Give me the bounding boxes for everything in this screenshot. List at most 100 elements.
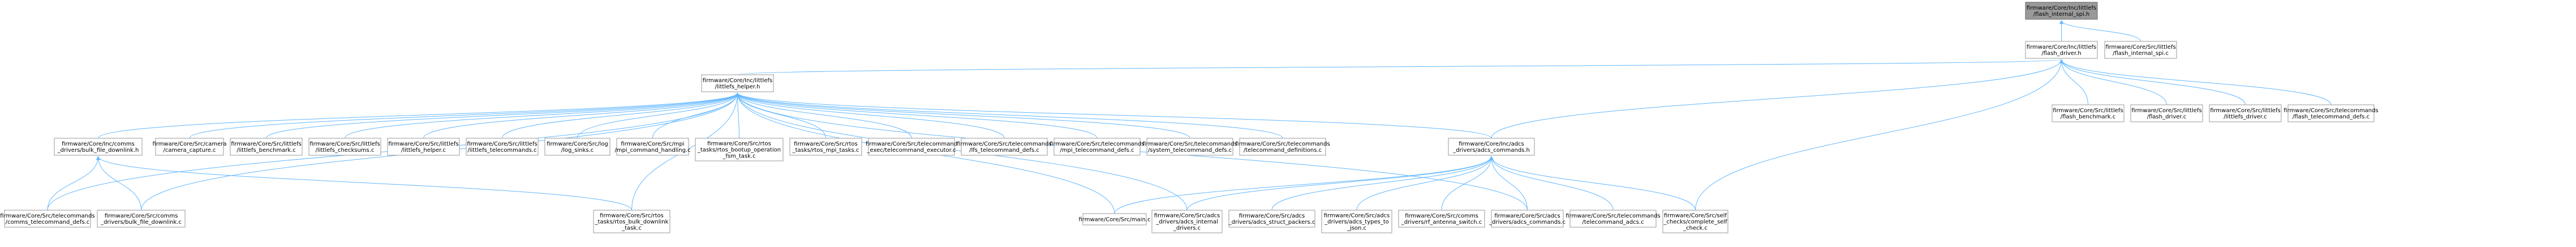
node-box bbox=[466, 138, 539, 156]
node-checksums-c[interactable]: firmware/Core/Src/littlefs/littlefs_chec… bbox=[308, 138, 381, 156]
node-self-check-c[interactable]: firmware/Core/Src/self_checks/complete_s… bbox=[1662, 210, 1728, 233]
node-label-line: _check.c bbox=[1683, 225, 1708, 232]
node-bootup-c[interactable]: firmware/Core/Src/rtos_tasks/rtos_bootup… bbox=[695, 138, 784, 161]
node-spi-c[interactable]: firmware/Core/Src/littlefs/flash_interna… bbox=[2104, 41, 2177, 59]
node-label-line: _drivers/adcs_commands.c bbox=[1489, 219, 1566, 225]
node-box bbox=[2104, 41, 2177, 59]
node-label-line: /littlefs_driver.c bbox=[2224, 114, 2267, 120]
node-log-c[interactable]: firmware/Core/Src/log/log_sinks.c bbox=[544, 138, 610, 156]
node-exec-c[interactable]: firmware/Core/Src/telecommand_exec/telec… bbox=[866, 138, 957, 156]
node-label-line: firmware/Core/Src/littlefs bbox=[309, 141, 380, 147]
node-box bbox=[230, 138, 303, 156]
node-littlefs-driver-c[interactable]: firmware/Core/Src/littlefs/littlefs_driv… bbox=[2209, 104, 2282, 122]
node-box bbox=[2209, 104, 2282, 122]
node-comms-h[interactable]: firmware/Core/Inc/comms_drivers/bulk_fil… bbox=[54, 138, 143, 156]
node-box bbox=[1082, 213, 1147, 225]
node-label-line: _exec/telecommand_executor.c bbox=[866, 147, 956, 154]
node-adcs-types-c[interactable]: firmware/Core/Src/adcs_drivers/adcs_type… bbox=[1321, 210, 1392, 233]
node-label-line: /littlefs_helper.c bbox=[401, 147, 446, 154]
node-comms-defs-c[interactable]: firmware/Core/Src/telecommands/comms_tel… bbox=[0, 210, 95, 228]
node-box bbox=[695, 138, 784, 161]
edge-n_flash_bench_c-to-n_driver_h bbox=[2059, 59, 2088, 105]
node-mpi-defs-c[interactable]: firmware/Core/Src/telecommands/mpi_telec… bbox=[1050, 138, 1145, 156]
node-flash-tcmd-c[interactable]: firmware/Core/Src/telecommands/flash_tel… bbox=[2283, 104, 2379, 122]
node-mpi-tasks-c[interactable]: firmware/Core/Src/rtos_tasks/rtos_mpi_ta… bbox=[789, 138, 862, 156]
node-label-line: firmware/Core/Src/telecommands bbox=[1566, 213, 1660, 219]
node-flash-bench-c[interactable]: firmware/Core/Src/littlefs/flash_benchma… bbox=[2052, 104, 2125, 122]
edge-n_rf_c-to-n_adcs_h bbox=[1441, 156, 1494, 211]
node-box bbox=[1662, 210, 1728, 233]
node-driver-h[interactable]: firmware/Core/Inc/littlefs/flash_driver.… bbox=[2025, 41, 2098, 59]
node-box bbox=[2287, 104, 2375, 122]
edge-n_adcs_struct_c-to-n_adcs_h bbox=[1271, 156, 1494, 211]
edge-n_adcs_tcmd_c-to-n_adcs_h bbox=[1489, 156, 1614, 211]
node-label-line: _drivers.c bbox=[1173, 225, 1201, 232]
node-main-c[interactable]: firmware/Core/Src/main.c bbox=[1079, 213, 1151, 225]
node-box bbox=[2052, 104, 2125, 122]
node-spi-h: firmware/Core/Inc/littlefs/flash_interna… bbox=[2025, 2, 2098, 20]
node-box bbox=[1569, 210, 1657, 228]
node-label-line: firmware/Core/Src/littlefs bbox=[2210, 108, 2280, 114]
node-label-line: firmware/Core/Src/adcs bbox=[1154, 213, 1220, 219]
node-box bbox=[1053, 138, 1141, 156]
node-box bbox=[2025, 41, 2098, 59]
node-adcs-struct-c[interactable]: firmware/Core/Src/adcs_drivers/adcs_stru… bbox=[1228, 210, 1315, 228]
node-box bbox=[1321, 210, 1392, 233]
node-label-line: firmware/Core/Src/littlefs bbox=[467, 141, 537, 147]
node-label-line: firmware/Core/Src/rtos bbox=[707, 141, 771, 147]
edge-n_bulk_c-to-n_comms_h bbox=[96, 156, 141, 211]
node-bulk-task-c[interactable]: firmware/Core/Src/rtos_tasks/rtos_bulk_d… bbox=[593, 210, 670, 233]
node-box bbox=[789, 138, 862, 156]
node-label-line: _drivers/adcs_types_to bbox=[1324, 219, 1389, 225]
node-label-line: firmware/Core/Src/mpi bbox=[621, 141, 684, 147]
node-helper-h[interactable]: firmware/Core/Inc/littlefs/littlefs_help… bbox=[701, 74, 774, 92]
node-lfs-helper-c[interactable]: firmware/Core/Src/littlefs/littlefs_help… bbox=[387, 138, 460, 156]
node-label-line: /littlefs_checksums.c bbox=[316, 147, 375, 154]
node-box bbox=[97, 210, 186, 228]
node-label-line: firmware/Core/Src/adcs bbox=[1494, 213, 1560, 219]
node-label-line: firmware/Core/Src/littlefs bbox=[2131, 108, 2201, 114]
edge-n_comms_defs_c-to-n_comms_h bbox=[47, 156, 100, 211]
edge-n_lfs_defs_c-to-n_helper_h bbox=[736, 92, 1005, 139]
node-box bbox=[1146, 138, 1233, 156]
node-adcs-internal-c[interactable]: firmware/Core/Src/adcs_drivers/adcs_inte… bbox=[1151, 210, 1223, 233]
node-label-line: firmware/Core/Src/rtos bbox=[600, 213, 664, 219]
edge-n_adcs_types_c-to-n_adcs_h bbox=[1356, 156, 1494, 211]
node-flash-driver-c[interactable]: firmware/Core/Src/littlefs/flash_driver.… bbox=[2130, 104, 2203, 122]
node-label-line: firmware/Core/Src/log bbox=[547, 141, 608, 147]
node-rf-c[interactable]: firmware/Core/Src/comms_drivers/rf_anten… bbox=[1398, 210, 1485, 228]
node-label-line: /flash_driver.h bbox=[2041, 50, 2081, 57]
node-lfs-defs-c[interactable]: firmware/Core/Src/telecommands/lfs_telec… bbox=[957, 138, 1052, 156]
edge-n_bulk_task_c-to-n_comms_h bbox=[96, 156, 632, 211]
node-label-line: _json.c bbox=[1347, 225, 1366, 232]
node-adcs-h[interactable]: firmware/Core/Inc/adcs_drivers/adcs_comm… bbox=[1448, 138, 1535, 156]
node-mpi-c[interactable]: firmware/Core/Src/mpi/mpi_command_handli… bbox=[614, 138, 691, 156]
node-label-line: /mpi_command_handling.c bbox=[614, 147, 690, 154]
node-label-line: firmware/Core/Src/littlefs bbox=[2053, 108, 2123, 114]
node-lfs-bench-c[interactable]: firmware/Core/Src/littlefs/littlefs_benc… bbox=[230, 138, 303, 156]
node-label-line: firmware/Core/Src/littlefs bbox=[388, 141, 458, 147]
edge-n_mpi_defs_c-to-n_helper_h bbox=[736, 92, 1098, 139]
node-adcs-tcmd-c[interactable]: firmware/Core/Src/telecommands/telecomma… bbox=[1566, 210, 1661, 228]
edge-n_self_check_c-to-n_driver_h bbox=[1695, 59, 2063, 211]
node-sys-defs-c[interactable]: firmware/Core/Src/telecommands/system_te… bbox=[1142, 138, 1237, 156]
node-label-line: firmware/Core/Src/telecommands bbox=[1235, 141, 1330, 147]
edge-n_self_check_c-to-n_adcs_h bbox=[1489, 156, 1696, 211]
node-bulk-c[interactable]: firmware/Core/Src/comms_drivers/bulk_fil… bbox=[97, 210, 186, 228]
node-label-line: /littlefs_benchmark.c bbox=[236, 147, 296, 154]
node-label-line: /littlefs_telecommands.c bbox=[467, 147, 536, 154]
node-box bbox=[155, 138, 224, 156]
edge-n_log_c-to-n_helper_h bbox=[577, 92, 739, 139]
node-label-line: /lfs_telecommand_defs.c bbox=[969, 147, 1039, 154]
node-label-line: _tasks/rtos_bootup_operation bbox=[697, 147, 781, 154]
edge-n_littlefs_driver_c-to-n_driver_h bbox=[2059, 59, 2246, 105]
node-adcs-cmds-c[interactable]: firmware/Core/Src/adcs_drivers/adcs_comm… bbox=[1489, 210, 1566, 228]
node-tcmd-defn-c[interactable]: firmware/Core/Src/telecommands/telecomma… bbox=[1235, 138, 1330, 156]
node-box bbox=[308, 138, 381, 156]
node-lfs-tcmd-c[interactable]: firmware/Core/Src/littlefs/littlefs_tele… bbox=[466, 138, 539, 156]
edge-n_tcmd_defn_c-to-n_helper_h bbox=[736, 92, 1283, 139]
node-camera-c[interactable]: firmware/Core/Src/camera/camera_capture.… bbox=[152, 138, 227, 156]
edges-layer bbox=[47, 20, 2332, 214]
edge-n_lfs_helper_c-to-n_helper_h bbox=[423, 92, 739, 139]
